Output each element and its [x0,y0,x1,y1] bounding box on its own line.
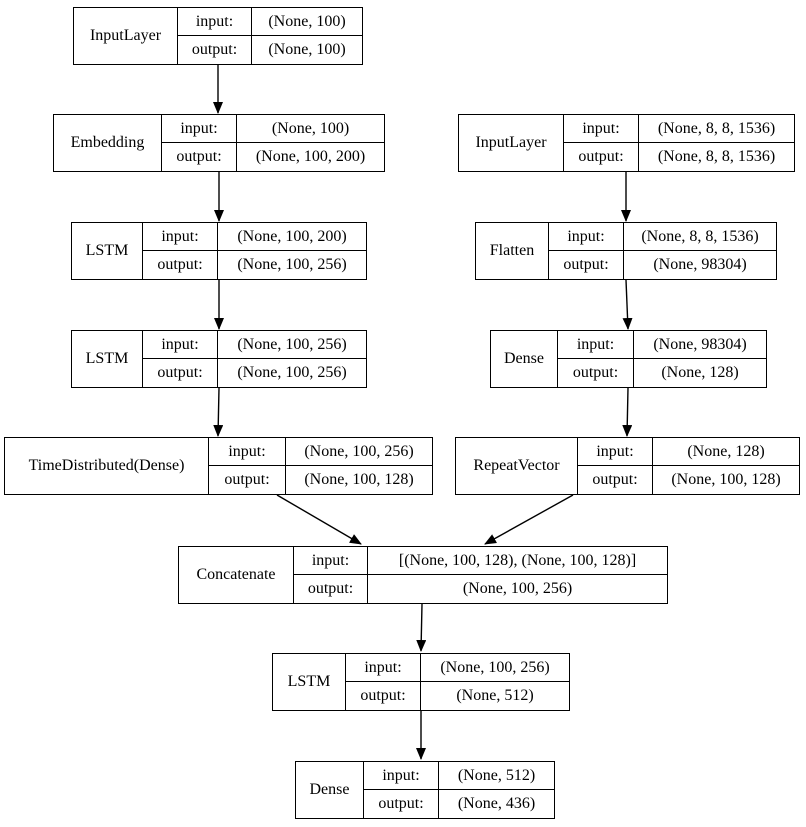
node-dense-2: Dense input: (None, 512) output: (None, … [295,761,555,819]
node-repeat-vector: RepeatVector input: (None, 128) output: … [455,437,800,495]
input-label: input: [558,331,634,358]
layer-name: Concatenate [179,547,294,603]
node-input-layer-right: InputLayer input: (None, 8, 8, 1536) out… [458,114,795,172]
input-shape: [(None, 100, 128), (None, 100, 128)] [398,551,637,569]
input-shape: (None, 100) [271,119,350,137]
output-shape: (None, 8, 8, 1536) [657,148,776,165]
layer-name: LSTM [72,223,143,279]
layer-name: InputLayer [459,115,564,171]
layer-name: Dense [491,331,558,387]
input-label: input: [178,8,252,35]
layer-name: InputLayer [74,8,178,64]
output-label: output: [578,466,653,494]
node-flatten: Flatten input: (None, 8, 8, 1536) output… [475,222,777,280]
output-shape: (None, 100, 200) [255,148,366,165]
edge-arrow [276,494,362,545]
output-shape: (None, 100, 256) [237,364,347,381]
edge-arrow [213,387,224,437]
input-shape: (None, 100, 256) [440,658,550,676]
node-lstm-3: LSTM input: (None, 100, 256) output: (No… [272,653,570,711]
output-shape: (None, 436) [457,795,536,812]
input-label: input: [143,331,218,358]
node-concatenate: Concatenate input: [(None, 100, 128), (N… [178,546,668,604]
output-label: output: [143,359,218,387]
node-input-layer-left: InputLayer input: (None, 100) output: (N… [73,7,363,65]
node-lstm-2: LSTM input: (None, 100, 256) output: (No… [71,330,367,388]
output-label: output: [558,359,634,387]
output-shape: (None, 100, 128) [304,471,414,488]
edge-arrow [416,603,427,652]
node-dense-1: Dense input: (None, 98304) output: (None… [490,330,767,388]
output-label: output: [346,682,421,710]
layer-name: RepeatVector [456,438,578,494]
layer-name: LSTM [273,654,346,710]
edge-arrow [484,494,574,545]
input-label: input: [346,654,421,681]
layer-name: Embedding [54,115,162,171]
output-shape: (None, 100, 256) [237,256,347,273]
input-label: input: [564,115,639,142]
layer-name: Flatten [476,223,549,279]
output-label: output: [143,251,218,279]
output-label: output: [294,575,368,603]
input-shape: (None, 100) [268,12,346,30]
output-label: output: [364,790,439,818]
layer-name: Dense [296,762,364,818]
input-shape: (None, 98304) [653,335,747,353]
output-label: output: [549,251,624,279]
input-label: input: [294,547,368,574]
input-label: input: [143,223,218,250]
layer-name: TimeDistributed(Dense) [5,438,209,494]
output-label: output: [162,143,237,171]
output-shape: (None, 100) [268,41,346,58]
node-time-distributed: TimeDistributed(Dense) input: (None, 100… [4,437,433,495]
output-shape: (None, 512) [456,687,534,704]
input-label: input: [364,762,439,789]
input-shape: (None, 8, 8, 1536) [641,227,759,245]
edge-arrow [622,387,633,437]
input-shape: (None, 128) [687,442,765,460]
input-label: input: [549,223,624,250]
output-shape: (None, 100, 256) [462,580,573,597]
output-label: output: [178,36,252,64]
input-shape: (None, 512) [457,766,536,784]
input-label: input: [209,438,286,465]
input-label: input: [578,438,653,465]
input-shape: (None, 100, 256) [237,335,347,353]
node-embedding: Embedding input: (None, 100) output: (No… [53,114,385,172]
input-shape: (None, 100, 256) [304,442,414,460]
layer-name: LSTM [72,331,143,387]
node-lstm-1: LSTM input: (None, 100, 200) output: (No… [71,222,367,280]
input-shape: (None, 100, 200) [237,227,347,245]
edge-arrow [622,279,633,330]
output-shape: (None, 100, 128) [671,471,781,488]
output-label: output: [209,466,286,494]
input-label: input: [162,115,237,142]
input-shape: (None, 8, 8, 1536) [657,119,776,137]
output-label: output: [564,143,639,171]
output-shape: (None, 98304) [653,256,747,273]
output-shape: (None, 128) [661,364,739,381]
